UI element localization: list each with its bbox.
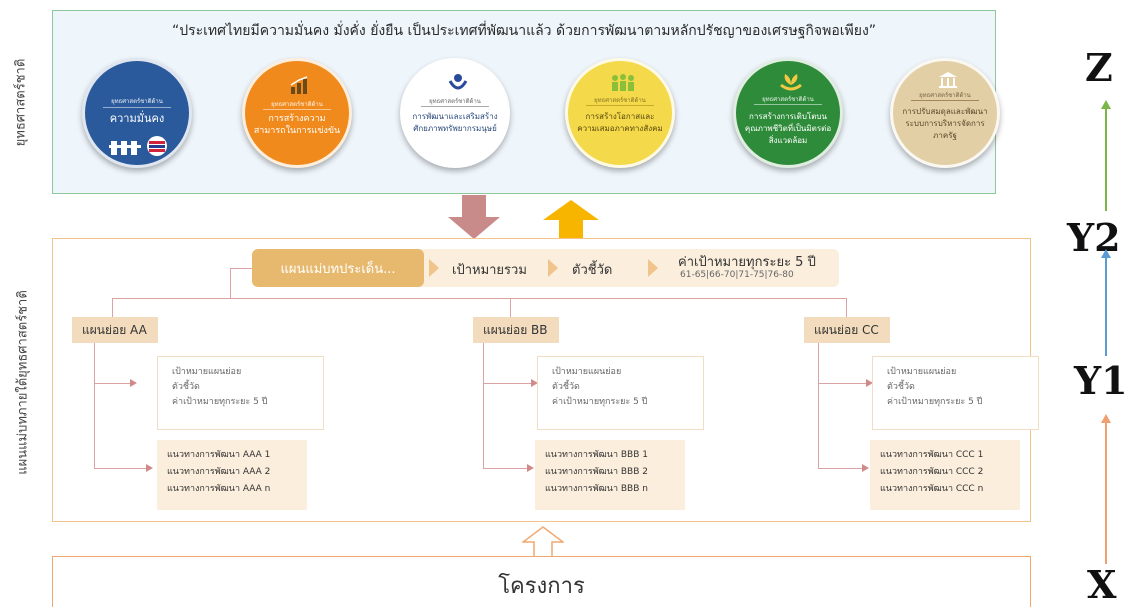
approach-line: แนวทางการพัฒนา CCC 1: [880, 450, 984, 460]
strategy-name: การสร้างโอกาสและความเสมอภาคทางสังคม: [577, 112, 663, 133]
target-line: ตัวชี้วัด: [552, 382, 580, 392]
subplan-target-box: เป้าหมายแผนย่อย ตัวชี้วัด ค่าเป้าหมายทุก…: [157, 356, 324, 430]
strategy-small-label: ยุทธศาสตร์ชาติด้าน: [111, 98, 163, 105]
approach-line: แนวทางการพัฒนา CCC 2: [880, 467, 984, 477]
period-ranges: 61-65|66-70|71-75|76-80: [680, 270, 794, 280]
development-approach-box: แนวทางการพัฒนา AAA 1 แนวทางการพัฒนา AAA …: [157, 440, 307, 510]
axis-label-y2: Y2: [1067, 215, 1121, 260]
master-plan-side-label: แผนแม่บทภายใต้ยุทธศาสตร์ชาติ: [15, 290, 31, 475]
overall-target-label: เป้าหมายรวม: [452, 263, 527, 278]
subplan-bb[interactable]: แผนย่อย BB: [473, 317, 559, 343]
target-line: ค่าเป้าหมายทุกระยะ 5 ปี: [887, 397, 983, 407]
approach-line: แนวทางการพัฒนา BBB 2: [545, 467, 648, 477]
approach-line: แนวทางการพัฒนา AAA 2: [167, 467, 271, 477]
strategy-circle-social-equality[interactable]: ยุทธศาสตร์ชาติด้าน การสร้างโอกาสและความเ…: [565, 58, 675, 168]
government-building-icon: [938, 71, 958, 93]
people-care-icon: [447, 73, 469, 97]
growth-chart-icon: [289, 75, 311, 99]
target-value-label: ค่าเป้าหมายทุกระยะ 5 ปี: [678, 255, 816, 270]
target-line: ตัวชี้วัด: [887, 382, 915, 392]
approach-line: แนวทางการพัฒนา CCC n: [880, 484, 984, 494]
master-plan-button[interactable]: แผนแม่บทประเด็น...: [252, 249, 424, 287]
target-line: เป้าหมายแผนย่อย: [552, 367, 622, 377]
arrow-up-icon: [1101, 414, 1111, 423]
down-arrow-icon: [448, 195, 500, 243]
subplan-aa[interactable]: แผนย่อย AA: [72, 317, 158, 343]
strategy-name: การสร้างความสามารถในการแข่งขัน: [253, 114, 341, 136]
security-fence-icon: [107, 135, 173, 161]
subplan-target-box: เป้าหมายแผนย่อย ตัวชี้วัด ค่าเป้าหมายทุก…: [872, 356, 1039, 430]
chevron-right-icon: [548, 259, 558, 277]
strategy-small-label: ยุทธศาสตร์ชาติด้าน: [594, 97, 646, 104]
approach-line: แนวทางการพัฒนา AAA n: [167, 484, 271, 494]
strategy-circle-human-resources[interactable]: ยุทธศาสตร์ชาติด้าน การพัฒนาและเสริมสร้าง…: [400, 58, 510, 168]
indicator-label: ตัวชี้วัด: [572, 263, 613, 278]
target-line: ค่าเป้าหมายทุกระยะ 5 ปี: [552, 397, 648, 407]
strategy-circle-security[interactable]: ยุทธศาสตร์ชาติด้าน ความมั่นคง: [82, 58, 192, 168]
strategy-circle-environment[interactable]: ยุทธศาสตร์ชาติด้าน การสร้างการเติบโตบนคุ…: [733, 58, 843, 168]
approach-line: แนวทางการพัฒนา BBB 1: [545, 450, 648, 460]
strategy-small-label: ยุทธศาสตร์ชาติด้าน: [429, 98, 481, 105]
chevron-right-icon: [648, 259, 658, 277]
strategy-name: การพัฒนาและเสริมสร้างศักยภาพทรัพยากรมนุษ…: [412, 112, 498, 133]
up-arrow-icon: [543, 200, 599, 244]
plant-hands-icon: [779, 71, 803, 97]
chevron-right-icon: [429, 259, 439, 277]
development-approach-box: แนวทางการพัฒนา BBB 1 แนวทางการพัฒนา BBB …: [535, 440, 685, 510]
strategy-small-label: ยุทธศาสตร์ชาติด้าน: [271, 101, 323, 108]
axis-label-x: X: [1087, 562, 1117, 607]
target-line: เป้าหมายแผนย่อย: [887, 367, 957, 377]
target-line: ค่าเป้าหมายทุกระยะ 5 ปี: [172, 397, 268, 407]
approach-line: แนวทางการพัฒนา AAA 1: [167, 450, 271, 460]
community-icon: [608, 73, 638, 97]
axis-label-z: Z: [1085, 45, 1113, 90]
approach-line: แนวทางการพัฒนา BBB n: [545, 484, 648, 494]
strategy-circle-competitiveness[interactable]: ยุทธศาสตร์ชาติด้าน การสร้างความสามารถในก…: [242, 58, 352, 168]
strategy-circle-public-administration[interactable]: ยุทธศาสตร์ชาติด้าน การปรับสมดุลและพัฒนาร…: [890, 58, 1000, 168]
strategy-name: การสร้างการเติบโตบนคุณภาพชีวิตที่เป็นมิต…: [744, 112, 832, 145]
project-label: โครงการ: [498, 574, 585, 599]
axis-label-y1: Y1: [1074, 358, 1128, 403]
arrow-up-icon: [1101, 249, 1111, 258]
subplan-target-box: เป้าหมายแผนย่อย ตัวชี้วัด ค่าเป้าหมายทุก…: [537, 356, 704, 430]
strategy-name: ความมั่นคง: [109, 112, 165, 125]
strategy-name: การปรับสมดุลและพัฒนาระบบการบริหารจัดการภ…: [902, 107, 988, 140]
subplan-cc[interactable]: แผนย่อย CC: [804, 317, 890, 343]
strategy-small-label: ยุทธศาสตร์ชาติด้าน: [919, 92, 971, 99]
vision-statement: “ประเทศไทยมีความมั่นคง มั่งคั่ง ยั่งยืน …: [171, 23, 877, 39]
strategy-side-label: ยุทธศาสตร์ชาติ: [13, 58, 29, 147]
development-approach-box: แนวทางการพัฒนา CCC 1 แนวทางการพัฒนา CCC …: [870, 440, 1020, 510]
strategy-small-label: ยุทธศาสตร์ชาติด้าน: [762, 96, 814, 103]
project-panel: [52, 556, 1031, 607]
arrow-up-icon: [1101, 100, 1111, 109]
target-line: ตัวชี้วัด: [172, 382, 200, 392]
target-line: เป้าหมายแผนย่อย: [172, 367, 242, 377]
